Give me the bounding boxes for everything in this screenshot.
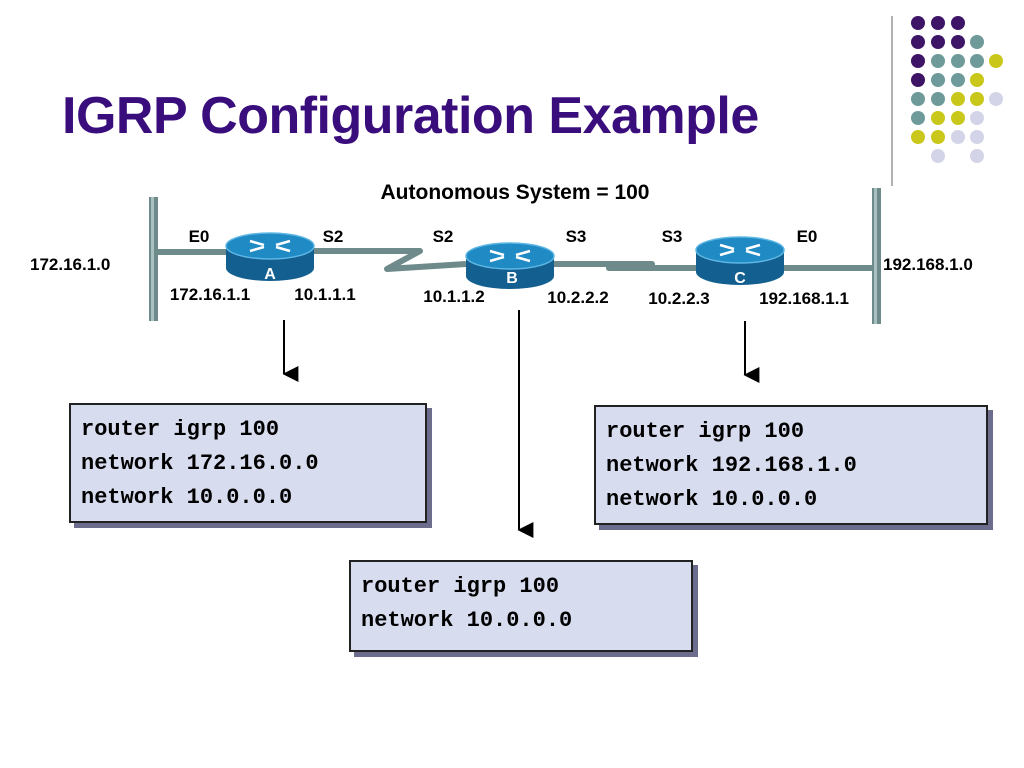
config-box-router-a: router igrp 100 network 172.16.0.0 netwo… [69,403,427,523]
ip-label-a-left: 172.16.1.1 [170,285,250,304]
config-line: router igrp 100 [81,417,280,442]
ip-label-c-left: 10.2.2.3 [648,289,709,308]
interface-label-a-left: E0 [189,227,210,246]
interface-label-b-right: S3 [566,227,587,246]
router-a: A [225,232,315,283]
router-b-name: B [506,270,518,287]
ip-label-a-right: 10.1.1.1 [294,285,355,304]
network-label-left: 172.16.1.0 [30,255,110,274]
interface-label-c-left: S3 [662,227,683,246]
decorative-dot-grid [911,16,1003,163]
router-c: C [695,236,785,287]
config-line: network 10.0.0.0 [81,485,293,510]
ethernet-segment-left [149,197,158,321]
ip-label-b-left: 10.1.1.2 [423,287,484,306]
router-c-name: C [734,270,746,287]
network-label-right: 192.168.1.0 [883,255,973,274]
config-box-router-c: router igrp 100 network 192.168.1.0 netw… [594,405,988,525]
config-box-router-b: router igrp 100 network 10.0.0.0 [349,560,693,652]
router-b: B [465,242,555,289]
router-a-name: A [264,266,276,283]
ip-label-c-right: 192.168.1.1 [759,289,849,308]
config-line: network 10.0.0.0 [361,608,573,633]
link-serial-b-c [554,261,697,271]
ip-label-b-right: 10.2.2.2 [547,288,608,307]
config-line: network 192.168.1.0 [606,453,857,478]
config-line: network 172.16.0.0 [81,451,319,476]
config-line: network 10.0.0.0 [606,487,818,512]
interface-label-c-right: E0 [797,227,818,246]
page-title: IGRP Configuration Example [62,87,759,145]
interface-label-a-right: S2 [323,227,344,246]
as-label: Autonomous System = 100 [381,181,650,204]
config-line: router igrp 100 [361,574,560,599]
link-serial-a-b [314,248,467,272]
interface-label-b-left: S2 [433,227,454,246]
config-line: router igrp 100 [606,419,805,444]
ethernet-segment-right [872,188,881,324]
